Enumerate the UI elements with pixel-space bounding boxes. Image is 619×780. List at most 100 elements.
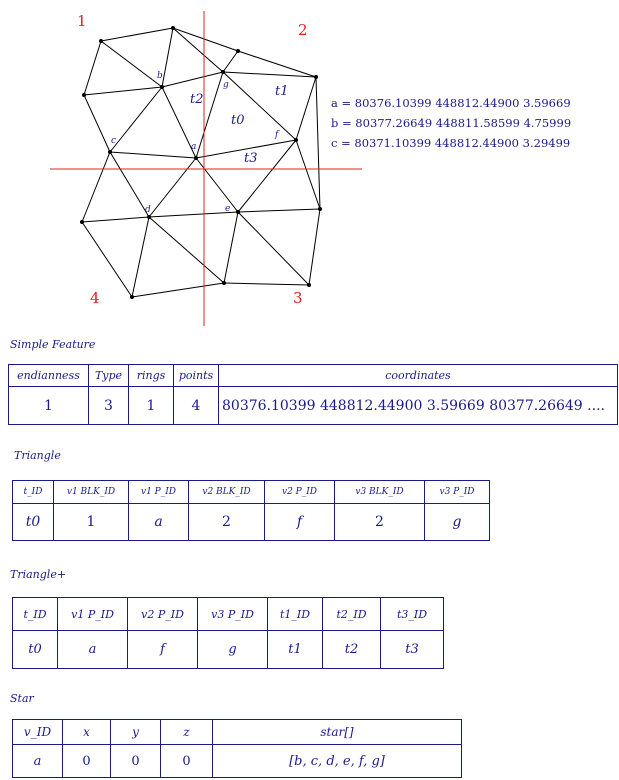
cell-star: [b, c, d, e, f, g] bbox=[212, 744, 462, 778]
mesh-vertex bbox=[82, 93, 86, 97]
mesh-vertex bbox=[236, 49, 240, 53]
vertex-label-e: e bbox=[225, 204, 230, 214]
mesh-edge bbox=[100, 40, 163, 88]
mesh-vertex bbox=[222, 281, 226, 285]
quadrant-label-4: 4 bbox=[90, 289, 100, 307]
mesh-edge bbox=[83, 94, 111, 153]
cell-z: 0 bbox=[160, 744, 213, 778]
header-t-id: t_ID bbox=[12, 480, 54, 504]
cell-t1-id: t1 bbox=[267, 630, 323, 669]
mesh-vertex bbox=[171, 26, 175, 30]
vertex-label-d: d bbox=[145, 205, 151, 215]
cell-y: 0 bbox=[110, 744, 161, 778]
triangle-label-t1: t1 bbox=[275, 84, 289, 99]
triangle-table: t_ID v1 BLK_ID v1 P_ID v2 BLK_ID v2 P_ID… bbox=[12, 480, 490, 541]
mesh-vertex bbox=[108, 150, 112, 154]
vertex-label-a: a bbox=[191, 142, 196, 152]
cell-v2-p-id: f bbox=[264, 503, 335, 541]
header-v1-p-id: v1 P_ID bbox=[57, 597, 128, 631]
cell-v3-p-id: g bbox=[197, 630, 268, 669]
mesh-edge bbox=[223, 211, 239, 284]
header-t1-id: t1_ID bbox=[267, 597, 323, 631]
mesh-vertex bbox=[314, 75, 318, 79]
header-endianness: endianness bbox=[8, 364, 89, 387]
vertex-label-c: c bbox=[111, 136, 116, 146]
header-v3-blk-id: v3 BLK_ID bbox=[334, 480, 425, 504]
quadrant-label-1: 1 bbox=[77, 12, 87, 30]
star-caption: Star bbox=[10, 692, 34, 705]
header-coordinates: coordinates bbox=[218, 364, 618, 387]
header-rings: rings bbox=[128, 364, 174, 387]
quadrant-label-2: 2 bbox=[298, 21, 308, 39]
mesh-edge bbox=[83, 86, 163, 96]
mesh-vertex bbox=[307, 283, 311, 287]
header-star: star[] bbox=[212, 719, 462, 745]
header-v1-blk-id: v1 BLK_ID bbox=[53, 480, 129, 504]
triangle-plus-caption: Triangle+ bbox=[10, 568, 67, 581]
mesh-edge bbox=[295, 76, 317, 141]
cell-v2-p-id: f bbox=[127, 630, 198, 669]
cell-t-id: t0 bbox=[12, 630, 58, 669]
simple-feature-caption: Simple Feature bbox=[10, 338, 96, 351]
star-table: v_ID x y z star[] a 0 0 0 [b, c, d, e, f… bbox=[12, 719, 462, 778]
mesh-edge bbox=[222, 50, 239, 73]
mesh-edge bbox=[131, 216, 150, 298]
cell-t2-id: t2 bbox=[322, 630, 381, 669]
mesh-edge bbox=[195, 139, 297, 159]
mesh-edge bbox=[172, 27, 239, 52]
cell-coordinates: 80376.10399 448812.44900 3.59669 80377.2… bbox=[218, 386, 618, 425]
mesh-edge bbox=[81, 216, 150, 223]
mesh-edge bbox=[172, 27, 224, 73]
mesh-edge bbox=[237, 50, 317, 78]
vertex-label-g: g bbox=[223, 80, 229, 90]
mesh-edge bbox=[81, 151, 111, 223]
cell-t3-id: t3 bbox=[380, 630, 444, 669]
header-v2-p-id: v2 P_ID bbox=[264, 480, 335, 504]
header-v3-p-id: v3 P_ID bbox=[424, 480, 490, 504]
mesh-edge bbox=[109, 86, 163, 153]
mesh-edge bbox=[161, 71, 224, 88]
quadrant-label-3: 3 bbox=[293, 289, 303, 307]
header-v3-p-id: v3 P_ID bbox=[197, 597, 268, 631]
cell-points: 4 bbox=[173, 386, 219, 425]
mesh-edge bbox=[237, 211, 310, 286]
mesh-edge bbox=[109, 151, 197, 159]
header-v-id: v_ID bbox=[12, 719, 63, 745]
cell-v2-blk-id: 2 bbox=[188, 503, 265, 541]
cell-endianness: 1 bbox=[8, 386, 89, 425]
vertex-label-f: f bbox=[274, 130, 280, 140]
mesh-edge bbox=[100, 27, 174, 42]
mesh-edge bbox=[161, 27, 174, 88]
mesh-edge bbox=[148, 157, 197, 218]
mesh-edge bbox=[222, 71, 297, 141]
header-v2-blk-id: v2 BLK_ID bbox=[188, 480, 265, 504]
mesh-edge bbox=[195, 157, 239, 213]
header-type: Type bbox=[88, 364, 129, 387]
header-v2-p-id: v2 P_ID bbox=[127, 597, 198, 631]
header-x: x bbox=[62, 719, 111, 745]
header-t2-id: t2_ID bbox=[322, 597, 381, 631]
header-v1-p-id: v1 P_ID bbox=[128, 480, 189, 504]
mesh-edge bbox=[109, 151, 150, 218]
cell-rings: 1 bbox=[128, 386, 174, 425]
mesh-edge bbox=[223, 282, 310, 286]
mesh-edge bbox=[308, 208, 321, 286]
mesh-edge bbox=[295, 139, 321, 210]
header-z: z bbox=[160, 719, 213, 745]
mesh-vertex bbox=[130, 295, 134, 299]
triangle-label-t0: t0 bbox=[231, 113, 245, 128]
mesh-edge bbox=[237, 139, 297, 213]
cell-v1-blk-id: 1 bbox=[53, 503, 129, 541]
mesh-edge bbox=[237, 208, 321, 213]
vertex-label-b: b bbox=[157, 71, 163, 81]
cell-x: 0 bbox=[62, 744, 111, 778]
mesh-edge bbox=[161, 86, 197, 159]
cell-t-id: t0 bbox=[12, 503, 54, 541]
cell-v1-p-id: a bbox=[128, 503, 189, 541]
mesh-vertex bbox=[160, 85, 164, 89]
simple-feature-table: endianness Type rings points coordinates… bbox=[8, 364, 618, 425]
cell-v-id: a bbox=[12, 744, 63, 778]
coordinate-line-a: a = 80376.10399 448812.44900 3.59669 bbox=[331, 96, 571, 110]
mesh-edge bbox=[81, 221, 133, 298]
coordinate-line-b: b = 80377.26649 448811.58599 4.75999 bbox=[331, 116, 571, 130]
